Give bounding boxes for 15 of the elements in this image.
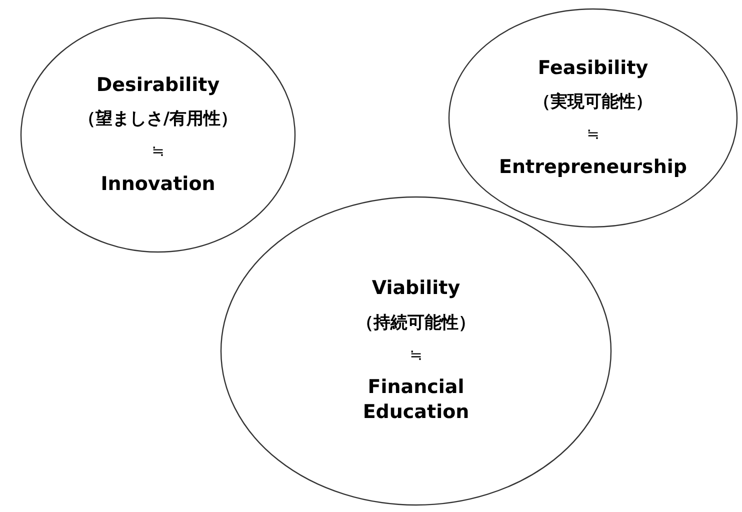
heading: Desirability <box>96 72 220 98</box>
approx-equal-sign: ≒ <box>152 141 164 162</box>
subtitle: （望ましさ/有用性） <box>78 108 238 132</box>
ellipse <box>448 8 738 228</box>
ellipse <box>220 196 612 506</box>
approx-equal-sign: ≒ <box>410 344 422 365</box>
term: Innovation <box>100 172 216 197</box>
term: Financial Education <box>362 374 470 426</box>
subtitle: （持続可能性） <box>356 312 476 335</box>
approx-equal-sign: ≒ <box>586 124 600 145</box>
term: Entrepreneurship <box>499 154 687 180</box>
subtitle: （実現可能性） <box>534 91 652 114</box>
ellipse <box>20 17 296 253</box>
heading: Feasibility <box>538 56 648 81</box>
heading: Viability <box>372 276 460 301</box>
